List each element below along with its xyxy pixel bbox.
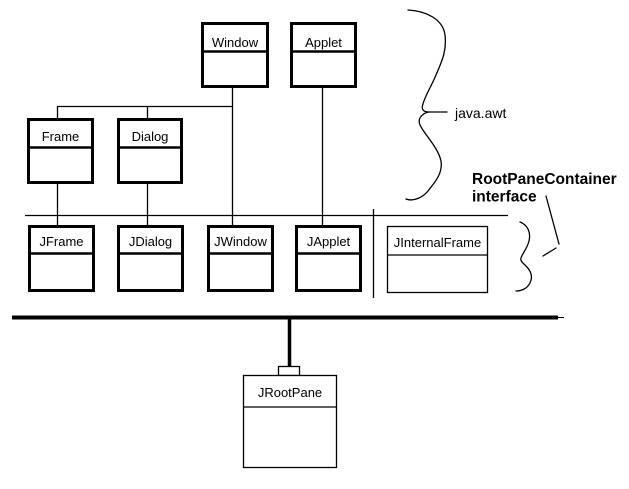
- frame-box: [27, 118, 94, 184]
- class-box-jframe: JFrame: [28, 225, 95, 292]
- jframe-box: [28, 225, 95, 292]
- applet-label: Applet: [305, 35, 342, 50]
- class-box-window: Window: [201, 22, 269, 88]
- interface-label: interface: [472, 189, 537, 206]
- jdialog-label: JDialog: [129, 234, 172, 249]
- dialog-box: [117, 118, 183, 184]
- rootpanecontainer-brace: [515, 221, 533, 292]
- japplet-label: JApplet: [307, 234, 351, 249]
- class-box-jwindow: JWindow: [207, 225, 274, 292]
- interface-pointer-line: [542, 195, 560, 257]
- jdialog-box: [117, 225, 184, 292]
- applet-box: [290, 22, 357, 88]
- rootpanecontainer-label: RootPaneContainer: [472, 171, 617, 188]
- jframe-label: JFrame: [39, 234, 83, 249]
- class-box-jdialog: JDialog: [117, 225, 184, 292]
- java-awt-brace: [405, 9, 448, 201]
- jinternalframe-label: JInternalFrame: [394, 235, 481, 250]
- class-box-japplet: JApplet: [295, 225, 362, 292]
- frame-label: Frame: [42, 129, 80, 144]
- jwindow-box: [207, 225, 274, 292]
- jrootpane-label: JRootPane: [258, 385, 322, 400]
- java-awt-package-label: java.awt: [454, 105, 506, 121]
- hierarchy-lines: [12, 86, 564, 367]
- jinternalframe-box: [386, 225, 489, 294]
- class-box-dialog: Dialog: [117, 118, 183, 184]
- window-label: Window: [212, 35, 259, 50]
- class-box-frame: Frame: [27, 118, 94, 184]
- class-box-jrootpane: JRootPane: [242, 365, 338, 469]
- jrootpane-connector-tab: [277, 365, 301, 377]
- dialog-label: Dialog: [132, 129, 169, 144]
- class-box-applet: Applet: [290, 22, 357, 88]
- japplet-box: [295, 225, 362, 292]
- jwindow-label: JWindow: [214, 234, 267, 249]
- annotation-marks: [405, 9, 560, 292]
- class-box-jinternalframe: JInternalFrame: [386, 225, 489, 294]
- jrootpane-box: [242, 374, 338, 469]
- window-box: [201, 22, 269, 88]
